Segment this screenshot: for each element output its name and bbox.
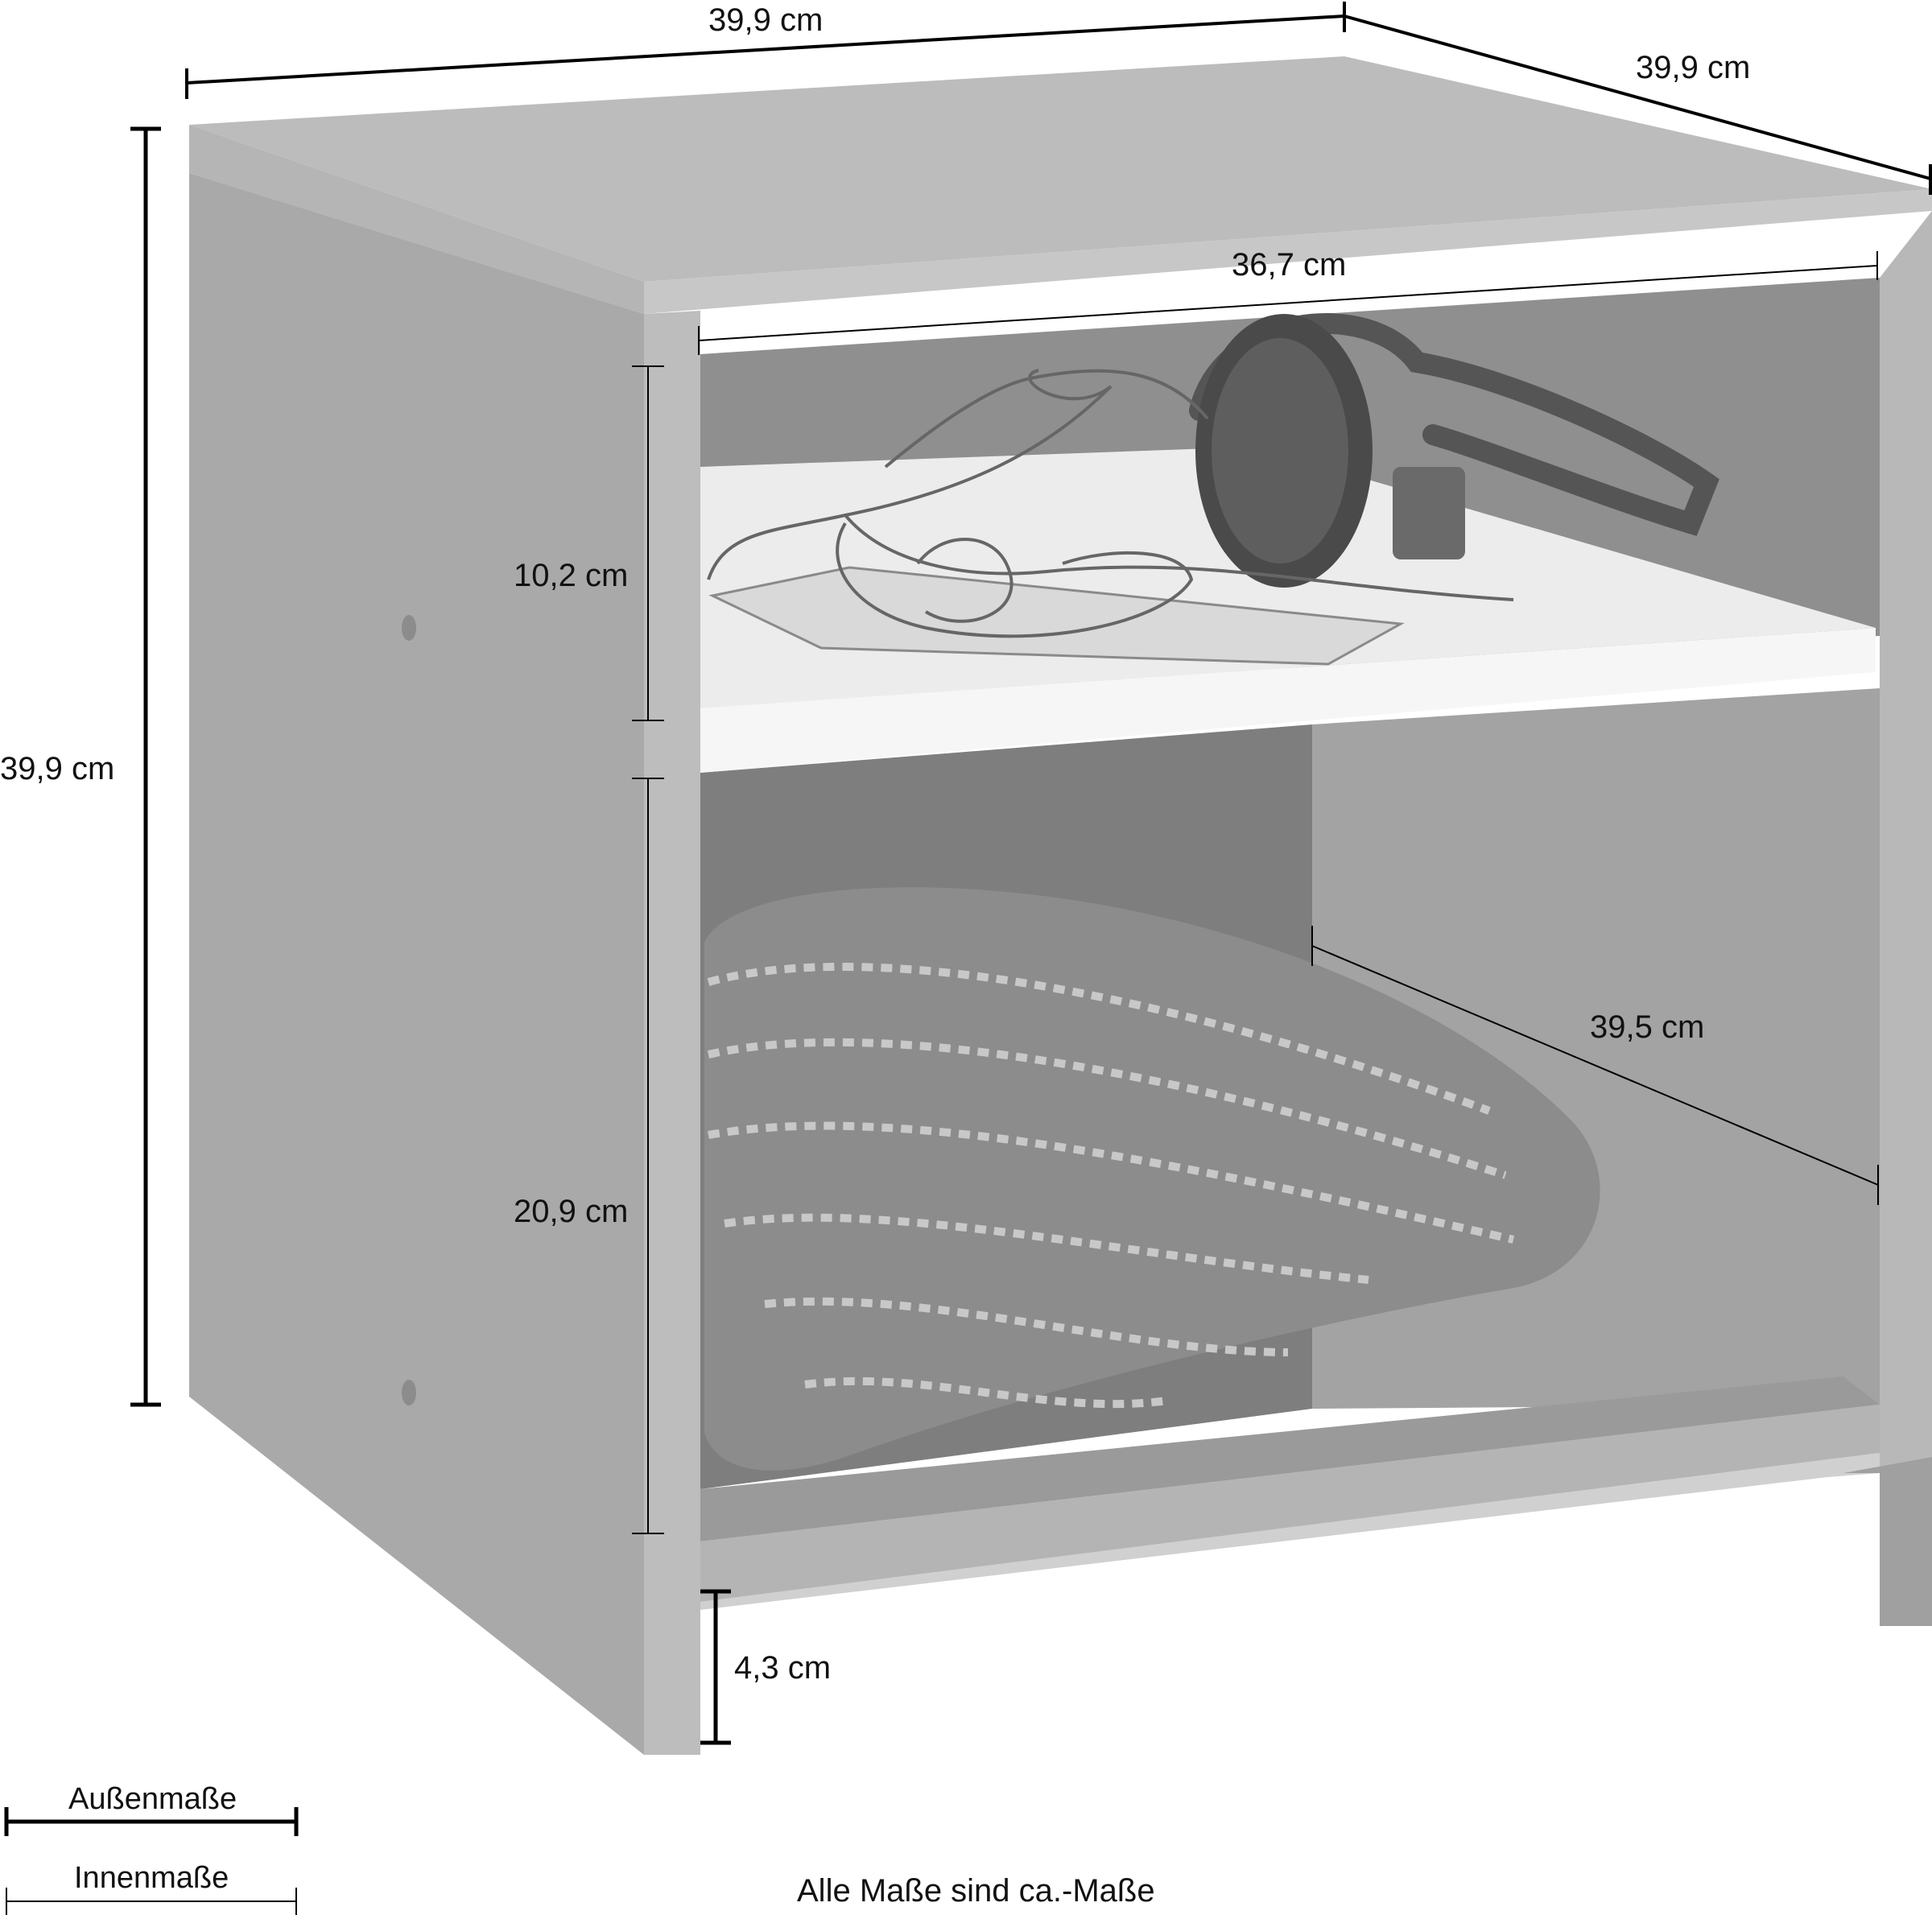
label-outer-height: 39,9 cm <box>0 751 114 786</box>
knitted-blanket-prop <box>704 887 1600 1471</box>
headphones-prop <box>1189 313 1719 588</box>
label-top-depth: 39,9 cm <box>1636 50 1750 85</box>
cable-prop <box>707 369 1514 638</box>
legend: Außenmaße Innenmaße <box>4 1782 299 1915</box>
top-panel-front-edge <box>644 189 1932 314</box>
label-upper-compartment: 10,2 cm <box>514 558 628 593</box>
shelf-peg-upper <box>402 615 416 641</box>
legend-outer-label: Außenmaße <box>68 1782 237 1816</box>
label-floor-clearance: 4,3 cm <box>734 1650 831 1686</box>
tablet-prop <box>708 566 1405 666</box>
dim-line-top-depth <box>1344 14 1931 180</box>
top-panel-left-edge <box>189 125 644 314</box>
dim-line-inner-width <box>698 265 1878 341</box>
label-top-width: 39,9 cm <box>708 2 823 38</box>
legend-inner-label: Innenmaße <box>74 1861 229 1895</box>
left-panel-front-edge <box>644 311 700 1755</box>
right-panel-front-edge <box>1880 211 1932 1626</box>
plinth-recess <box>700 1453 1880 1610</box>
right-foot <box>1843 1457 1932 1626</box>
dim-line-inner-depth <box>1311 945 1879 1186</box>
footer-note: Alle Maße sind ca.-Maße <box>797 1873 1155 1909</box>
dimension-lines <box>130 2 1932 1745</box>
label-lower-compartment: 20,9 cm <box>514 1194 628 1229</box>
shelf-peg-lower <box>402 1380 416 1405</box>
left-side-panel <box>189 173 644 1755</box>
bottom-shelf-front <box>700 1405 1880 1602</box>
dim-line-top-width <box>186 14 1345 85</box>
label-inner-depth: 39,5 cm <box>1590 1009 1704 1045</box>
top-panel <box>189 56 1932 282</box>
label-inner-width: 36,7 cm <box>1232 247 1346 283</box>
middle-shelf-front <box>700 628 1876 773</box>
bottom-shelf-top <box>700 1376 1880 1541</box>
